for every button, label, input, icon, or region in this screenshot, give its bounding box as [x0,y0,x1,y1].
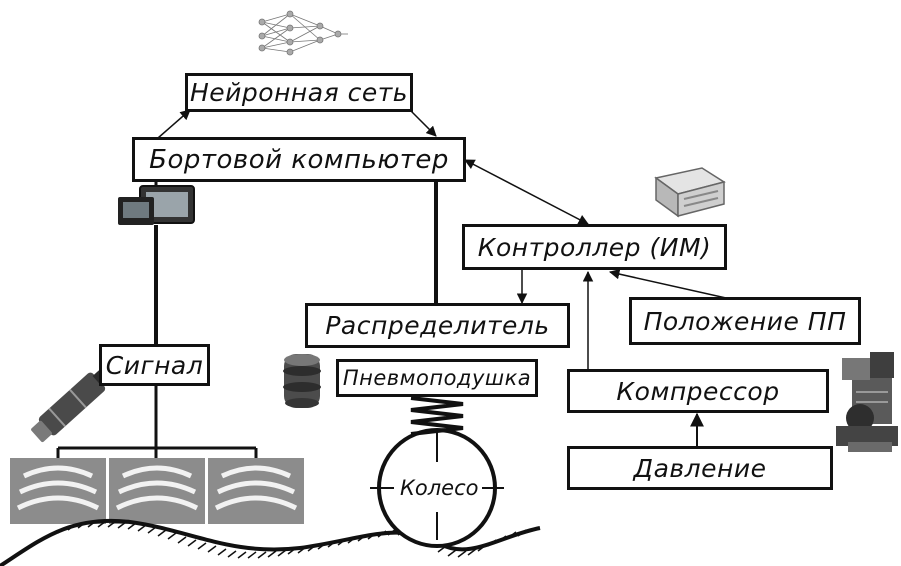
sensor-block-left [10,458,106,524]
controller-module-icon [656,168,724,216]
edge-nn-to-computer [410,110,436,136]
node-controller: Контроллер (ИМ) [462,224,727,270]
node-signal: Сигнал [99,344,210,386]
node-air-spring: Пневмоподушка [336,359,538,397]
sensor-block-center [109,458,205,524]
edge-computer-to-nn [158,110,190,138]
edge-position-controller [610,272,735,300]
node-onboard-computer: Бортовой компьютер [132,137,466,182]
node-pressure: Давление [567,446,833,490]
node-distributor: Распределитель [305,303,570,348]
node-wheel-label: Колесо [397,476,482,500]
air-spring-icon [283,354,321,408]
display-terminal-icon [118,186,194,225]
sensor-block-right [208,458,304,524]
node-neural-network: Нейронная сеть [185,73,413,112]
compressor-icon [836,352,898,452]
node-suspension-position: Положение ПП [629,297,861,345]
edge-computer-controller [465,160,588,224]
node-compressor: Компрессор [567,369,829,413]
neural-network-icon [259,11,348,55]
